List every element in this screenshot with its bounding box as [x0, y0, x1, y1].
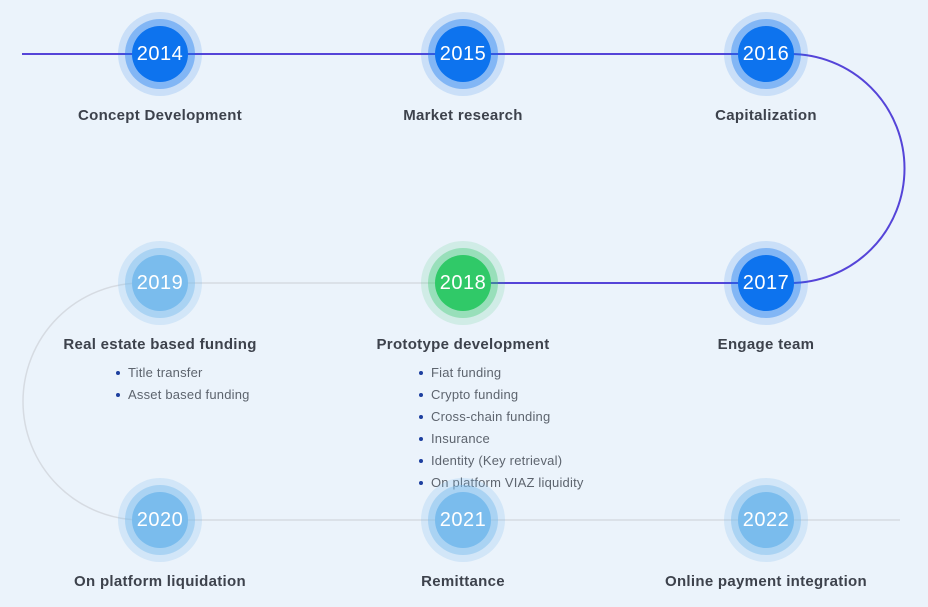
bullet-dot-icon — [419, 393, 423, 397]
timeline-node-2016: 2016 Capitalization — [606, 12, 926, 124]
year-label: 2021 — [439, 508, 487, 531]
bullet-item: Title transfer — [116, 365, 250, 380]
milestone-title: Capitalization — [715, 107, 817, 124]
year-badge: 2021 — [435, 492, 491, 548]
year-badge: 2019 — [132, 255, 188, 311]
milestone-title: On platform liquidation — [74, 573, 246, 590]
year-badge: 2022 — [738, 492, 794, 548]
bullet-item: Identity (Key retrieval) — [419, 453, 584, 468]
year-badge: 2018 — [435, 255, 491, 311]
bullet-dot-icon — [419, 437, 423, 441]
year-badge: 2015 — [435, 26, 491, 82]
year-badge-halo: 2019 — [118, 241, 202, 325]
bullet-item: Insurance — [419, 431, 584, 446]
timeline-node-2022: 2022 Online payment integration — [606, 478, 926, 590]
timeline-node-2017: 2017 Engage team — [606, 241, 926, 353]
year-badge: 2020 — [132, 492, 188, 548]
year-badge-halo: 2020 — [118, 478, 202, 562]
year-badge-halo: 2018 — [421, 241, 505, 325]
bullet-item: Fiat funding — [419, 365, 584, 380]
year-label: 2020 — [136, 508, 184, 531]
year-label: 2014 — [136, 42, 184, 65]
year-badge-halo: 2014 — [118, 12, 202, 96]
milestone-title: Real estate based funding — [63, 336, 257, 353]
timeline-node-2015: 2015 Market research — [303, 12, 623, 124]
year-badge-halo: 2017 — [724, 241, 808, 325]
bullet-item: On platform VIAZ liquidity — [419, 475, 584, 490]
year-label: 2017 — [742, 271, 790, 294]
year-badge-halo: 2016 — [724, 12, 808, 96]
milestone-title: Concept Development — [77, 107, 243, 124]
year-label: 2022 — [742, 508, 790, 531]
year-label: 2019 — [136, 271, 184, 294]
timeline-node-2020: 2020 On platform liquidation — [0, 478, 320, 590]
year-badge-halo: 2015 — [421, 12, 505, 96]
year-label: 2015 — [439, 42, 487, 65]
bullet-dot-icon — [419, 459, 423, 463]
timeline-node-2021: 2021 Remittance — [303, 478, 623, 590]
milestone-title: Remittance — [421, 573, 505, 590]
bullet-dot-icon — [116, 393, 120, 397]
bullet-dot-icon — [419, 415, 423, 419]
timeline-node-2019: 2019 Real estate based funding Title tra… — [0, 241, 320, 409]
bullet-dot-icon — [116, 371, 120, 375]
year-badge-halo: 2022 — [724, 478, 808, 562]
bullet-item: Cross-chain funding — [419, 409, 584, 424]
milestone-title: Market research — [403, 107, 523, 124]
timeline-node-2014: 2014 Concept Development — [0, 12, 320, 124]
primary-connector-path — [22, 53, 906, 284]
milestone-title: Prototype development — [376, 336, 550, 353]
bullet-item: Asset based funding — [116, 387, 250, 402]
bullet-dot-icon — [419, 371, 423, 375]
year-label: 2018 — [439, 271, 487, 294]
bullet-dot-icon — [419, 481, 423, 485]
year-badge: 2014 — [132, 26, 188, 82]
milestone-title: Online payment integration — [665, 573, 867, 590]
year-label: 2016 — [742, 42, 790, 65]
bullet-item: Crypto funding — [419, 387, 584, 402]
milestone-title: Engage team — [717, 336, 815, 353]
year-badge: 2016 — [738, 26, 794, 82]
year-badge-halo: 2021 — [421, 478, 505, 562]
secondary-connector-path — [22, 282, 900, 521]
year-badge: 2017 — [738, 255, 794, 311]
